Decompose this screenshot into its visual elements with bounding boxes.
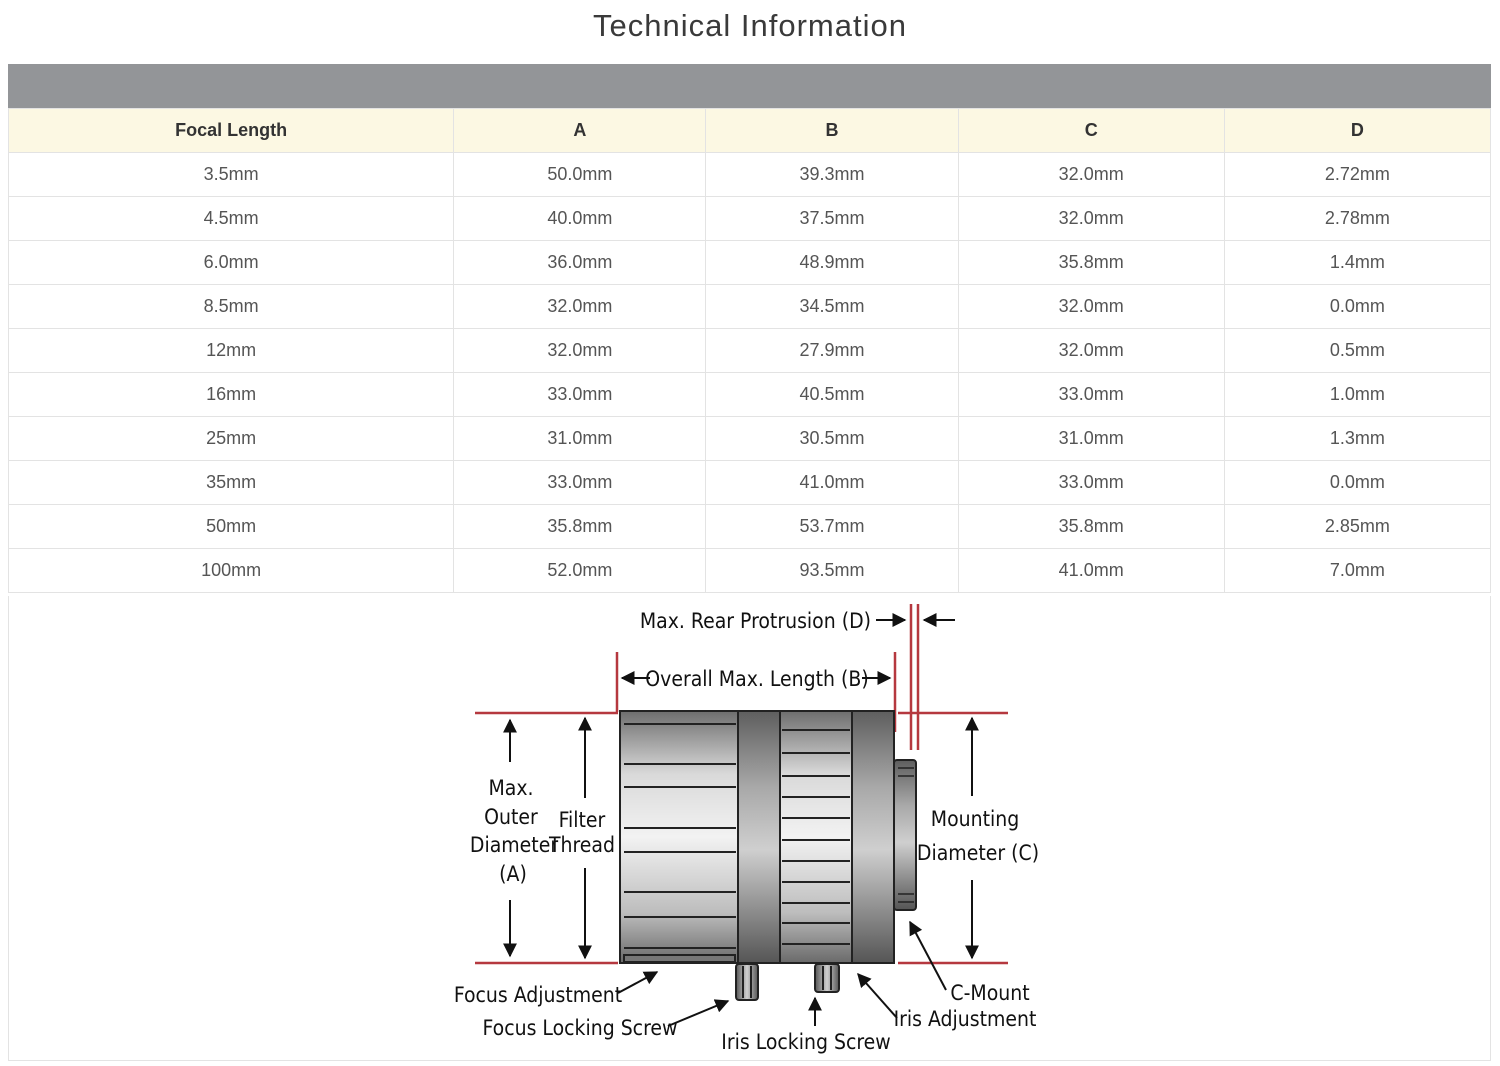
table-cell: 35.8mm (957, 504, 1225, 549)
label-filter-thread-1: Filter (559, 808, 606, 832)
table-cell: 100mm (7, 548, 455, 593)
table-cell: 2.72mm (1223, 152, 1492, 197)
table-header-row: Focal Length A B C D (7, 108, 1492, 153)
table-cell: 27.9mm (705, 328, 959, 373)
page-title: Technical Information (593, 8, 907, 43)
table-cell: 25mm (7, 416, 455, 461)
table-cell: 40.0mm (453, 196, 707, 241)
table-header-bar (8, 64, 1491, 108)
table-cell: 93.5mm (705, 548, 959, 593)
focus-ring-ridges (624, 723, 736, 949)
table-cell: 32.0mm (957, 196, 1225, 241)
label-overall-length: Overall Max. Length (B) (645, 667, 868, 691)
table-cell: 0.0mm (1223, 460, 1492, 505)
label-c-mount: C-Mount (950, 981, 1029, 1005)
table-cell: 39.3mm (705, 152, 959, 197)
label-mounting-diameter-2: Diameter (C) (917, 841, 1039, 865)
table-cell: 30.5mm (705, 416, 959, 461)
column-header-c: C (957, 108, 1225, 153)
c-mount-threads (898, 767, 914, 903)
lens-diagram-panel (8, 596, 1491, 1061)
label-filter-thread-2: Thread (548, 833, 615, 857)
label-outer-diameter-2: Outer (484, 805, 538, 829)
table-cell: 35mm (7, 460, 455, 505)
table-cell: 50mm (7, 504, 455, 549)
table-cell: 12mm (7, 328, 455, 373)
column-header-d: D (1223, 108, 1492, 153)
table-cell: 41.0mm (957, 548, 1225, 593)
table-cell: 0.0mm (1223, 284, 1492, 329)
table-cell: 4.5mm (7, 196, 455, 241)
label-iris-adjustment: Iris Adjustment (894, 1007, 1037, 1031)
table-cell: 31.0mm (453, 416, 707, 461)
dimension-lines (475, 604, 1008, 965)
locking-screws (735, 963, 840, 1001)
table-cell: 41.0mm (705, 460, 959, 505)
table-cell: 32.0mm (957, 152, 1225, 197)
label-outer-diameter-3: Diameter (470, 833, 558, 857)
column-header-a: A (453, 108, 707, 153)
table-cell: 36.0mm (453, 240, 707, 285)
table-cell: 34.5mm (705, 284, 959, 329)
iris-ring-ridges (782, 729, 850, 945)
table-cell: 35.8mm (957, 240, 1225, 285)
column-header-focal-length: Focal Length (7, 108, 455, 153)
label-focus-locking-screw: Focus Locking Screw (483, 1016, 678, 1040)
table-cell: 50.0mm (453, 152, 707, 197)
table-cell: 7.0mm (1223, 548, 1492, 593)
dimension-arrows (503, 613, 979, 1027)
table-cell: 16mm (7, 372, 455, 417)
label-focus-adjustment: Focus Adjustment (454, 983, 622, 1007)
table-cell: 37.5mm (705, 196, 959, 241)
diagram-labels: Max. Rear Protrusion (D) Overall Max. Le… (454, 609, 1039, 1054)
label-outer-diameter-4: (A) (499, 862, 527, 886)
table-cell: 52.0mm (453, 548, 707, 593)
label-outer-diameter-1: Max. (488, 776, 533, 800)
table-cell: 53.7mm (705, 504, 959, 549)
lens-body (619, 710, 917, 964)
label-mounting-diameter-1: Mounting (931, 807, 1019, 831)
table-cell: 1.4mm (1223, 240, 1492, 285)
column-header-b: B (705, 108, 959, 153)
table-cell: 33.0mm (453, 372, 707, 417)
table-cell: 2.78mm (1223, 196, 1492, 241)
label-rear-protrusion: Max. Rear Protrusion (D) (640, 609, 871, 633)
table-cell: 32.0mm (957, 284, 1225, 329)
table-cell: 3.5mm (7, 152, 455, 197)
label-iris-locking-screw: Iris Locking Screw (721, 1030, 890, 1054)
table-cell: 33.0mm (453, 460, 707, 505)
